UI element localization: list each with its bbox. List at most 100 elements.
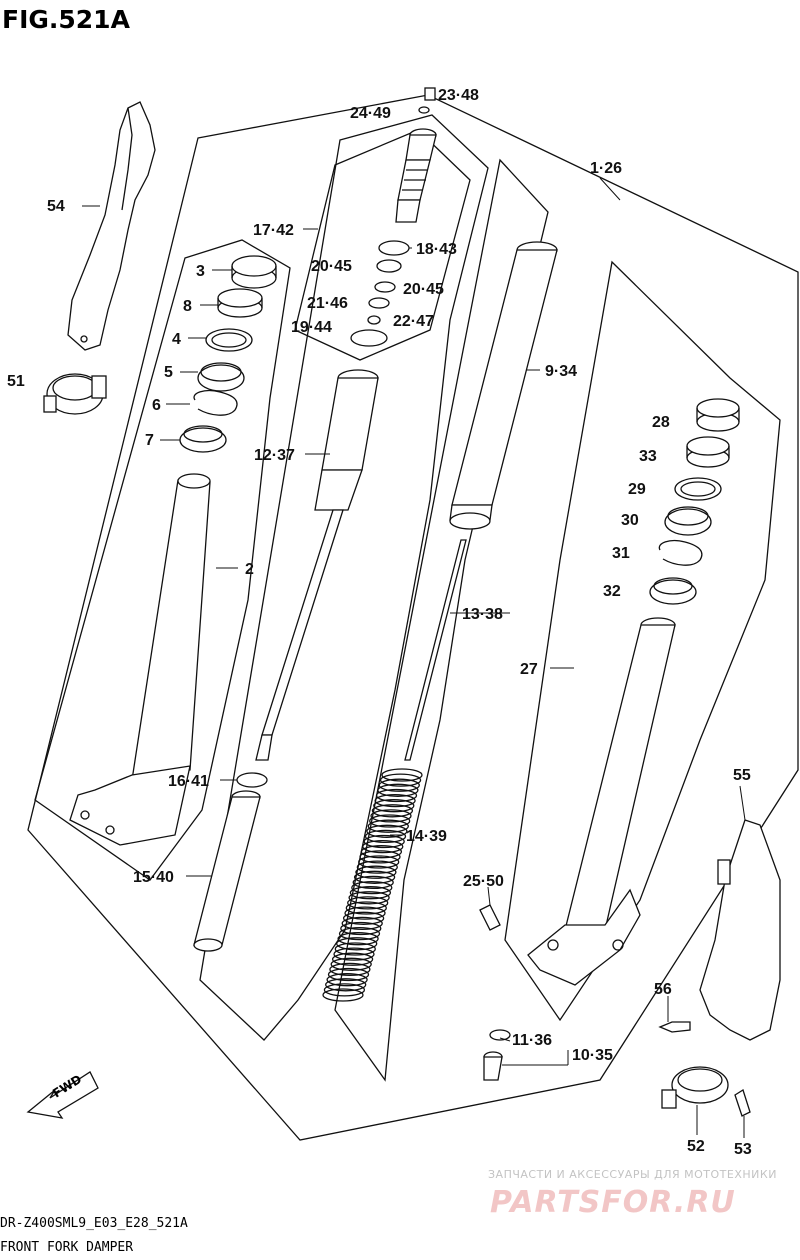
- spring-coil: [347, 896, 389, 910]
- o-ring-21: [368, 297, 390, 309]
- callout-15-40: 15·40: [133, 869, 174, 886]
- washer-24: [418, 106, 430, 114]
- outer-tube-2: [69, 473, 211, 846]
- spring-coil: [340, 921, 382, 936]
- callout-9-34: 9·34: [545, 363, 577, 380]
- o-ring-18: [378, 240, 410, 256]
- assembly-outline: [27, 94, 799, 1141]
- callout-56: 56: [654, 981, 672, 998]
- spring-coil: [378, 778, 420, 792]
- bolt-23: [424, 87, 436, 101]
- bolt-10: [483, 1051, 503, 1081]
- dust-seal-32: [649, 577, 697, 605]
- o-ring-20b: [374, 281, 396, 293]
- o-ring-20a: [376, 259, 402, 273]
- callout-16-41: 16·41: [168, 773, 209, 790]
- spring-coil: [330, 957, 372, 971]
- callout-27: 27: [520, 661, 538, 678]
- callout-29: 29: [628, 481, 646, 498]
- ring-16: [236, 772, 268, 788]
- lower-tube-group-outline: [504, 260, 781, 1022]
- o-ring-11: [489, 1029, 511, 1041]
- callout-54: 54: [47, 198, 65, 215]
- spring-coil: [341, 916, 383, 931]
- callout-25-50: 25·50: [463, 873, 504, 890]
- spring-coil: [342, 911, 385, 925]
- cartridge-group-outline: [294, 129, 471, 361]
- spring-coil: [366, 824, 408, 838]
- washer-4: [205, 328, 253, 352]
- spring-coil: [331, 952, 374, 966]
- spring-coil: [374, 793, 416, 808]
- callout-31: 31: [612, 545, 630, 562]
- dust-seal-7: [179, 425, 227, 453]
- bushing-8: [217, 288, 263, 318]
- spring-coil: [370, 809, 412, 823]
- spring-coil: [355, 865, 397, 879]
- tube-15: [193, 790, 261, 952]
- o-ring-19: [350, 329, 388, 347]
- outer-tube-group-outline: [34, 239, 291, 881]
- footer-name: FRONT FORK DAMPER: [0, 1240, 133, 1255]
- bushing-28: [696, 398, 740, 432]
- callout-32: 32: [603, 583, 621, 600]
- callout-22-47: 22·47: [393, 313, 434, 330]
- callout-2: 2: [245, 561, 254, 578]
- oil-seal-5: [197, 362, 245, 392]
- spring-coil: [371, 804, 414, 818]
- callout-24-49: 24·49: [350, 105, 391, 122]
- spring-coil: [345, 901, 387, 915]
- figure-title: FIG.521A: [2, 5, 131, 34]
- spring-coil: [373, 799, 415, 813]
- fork-clamp-52: [661, 1066, 729, 1109]
- callout-14-39: 14·39: [406, 828, 447, 845]
- damper-group-outline: [199, 114, 489, 1041]
- callout-1-26: 1·26: [590, 160, 622, 177]
- spring-coil: [334, 942, 376, 956]
- spring-coil: [338, 926, 381, 941]
- bolt-25: [479, 904, 501, 931]
- spring-coil: [323, 983, 366, 997]
- callout-19-44: 19·44: [291, 319, 332, 336]
- spring-coil: [352, 875, 394, 890]
- bolt-53: [734, 1089, 751, 1117]
- bushing-3: [231, 255, 277, 289]
- spring-coil: [325, 978, 367, 992]
- callout-8: 8: [183, 298, 192, 315]
- spring-coil: [337, 932, 379, 946]
- spring-coil: [360, 845, 403, 859]
- spring-coil: [375, 788, 418, 803]
- spring-coil: [322, 988, 364, 1002]
- fork-clamp-51: [43, 373, 107, 415]
- stopper-ring-31: [658, 539, 703, 566]
- callout-53: 53: [734, 1141, 752, 1158]
- footer-code: DR-Z400SML9_E03_E28_521A: [0, 1216, 188, 1231]
- spring-coil: [327, 967, 370, 982]
- spring-coil: [349, 886, 392, 900]
- spring-coil: [326, 973, 368, 987]
- fork-guard-lower: [699, 819, 781, 1041]
- callout-20-45b: 20·45: [403, 281, 444, 298]
- callout-11-36: 11·36: [512, 1032, 552, 1049]
- spring-coil: [369, 814, 411, 828]
- bushing-33: [686, 436, 730, 468]
- callout-20-45a: 20·45: [311, 258, 352, 275]
- spring-coil: [336, 937, 378, 951]
- callout-12-37: 12·37: [254, 447, 295, 464]
- callout-28: 28: [652, 414, 670, 431]
- spring-coil: [377, 783, 419, 797]
- spring-coil: [364, 829, 407, 844]
- spring-coil: [348, 891, 390, 905]
- spring-coil: [358, 855, 400, 869]
- fwd-arrow-icon: FWD: [26, 1071, 99, 1119]
- callout-55: 55: [733, 767, 751, 784]
- callout-33: 33: [639, 448, 657, 465]
- bolt-56: [658, 1021, 691, 1033]
- spring-coil: [367, 819, 409, 833]
- callout-17-42: 17·42: [253, 222, 294, 239]
- stopper-ring-6: [193, 389, 238, 416]
- spring-coil: [362, 839, 404, 854]
- callout-51: 51: [7, 373, 25, 390]
- rod-13: [404, 539, 467, 761]
